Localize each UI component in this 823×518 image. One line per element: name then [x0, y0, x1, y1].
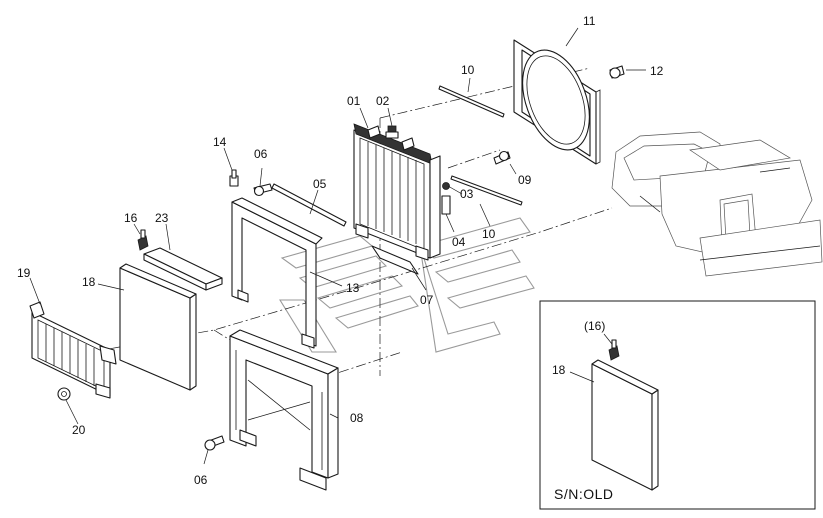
radiator-01 [353, 123, 441, 261]
label-14: 14 [213, 135, 227, 149]
label-11: 11 [583, 14, 596, 28]
label-01: 01 [347, 94, 361, 108]
label-19: 19 [17, 266, 31, 280]
lower-frame-08 [229, 329, 339, 491]
bolt-12 [609, 65, 625, 79]
label-12: 12 [650, 64, 664, 78]
label-10-upper: 10 [461, 63, 475, 77]
bracket-07 [371, 245, 419, 275]
label-20: 20 [72, 423, 86, 437]
label-06-lower: 06 [194, 473, 208, 487]
bolt-14 [229, 169, 239, 187]
watermark-logo [279, 217, 535, 353]
oil-cooler-19 [29, 301, 117, 399]
label-02: 02 [376, 94, 390, 108]
seal-strip-10-upper [438, 85, 505, 118]
label-18: 18 [82, 275, 96, 289]
label-03: 03 [460, 187, 474, 201]
clip-16 [137, 229, 149, 251]
label-23: 23 [155, 211, 169, 225]
label-04: 04 [452, 235, 466, 249]
inset-label-18: 18 [552, 363, 566, 377]
seal-strip-05 [271, 183, 347, 227]
label-09: 09 [518, 173, 532, 187]
inset-caption: S/N:OLD [554, 486, 614, 502]
label-07: 07 [420, 293, 434, 307]
foam-strip-23 [143, 247, 223, 291]
excavator-illustration [611, 131, 823, 277]
fan-shroud-11 [513, 39, 601, 165]
cover-plate-18 [119, 263, 197, 391]
bolt-06-upper [253, 183, 273, 197]
label-08: 08 [350, 411, 364, 425]
inset-label-16: (16) [584, 319, 605, 333]
radiator-cap-02 [385, 125, 399, 139]
label-16: 16 [124, 211, 138, 225]
label-13: 13 [346, 281, 360, 295]
fitting-04 [441, 195, 451, 215]
bolt-09 [493, 150, 511, 165]
fitting-03 [442, 182, 450, 190]
bolt-06-lower [204, 435, 225, 451]
label-10-lower: 10 [482, 227, 496, 241]
label-06-upper: 06 [254, 147, 268, 161]
label-05: 05 [313, 177, 327, 191]
part-labels: 01 02 03 04 05 06 06 07 08 09 10 10 11 1… [17, 14, 664, 487]
support-frame-13 [231, 197, 323, 349]
nut-20 [57, 387, 71, 401]
seal-strip-10-lower [450, 175, 523, 206]
inset-sn-old: (16) 18 S/N:OLD [539, 300, 816, 510]
leader-lines [29, 27, 646, 465]
